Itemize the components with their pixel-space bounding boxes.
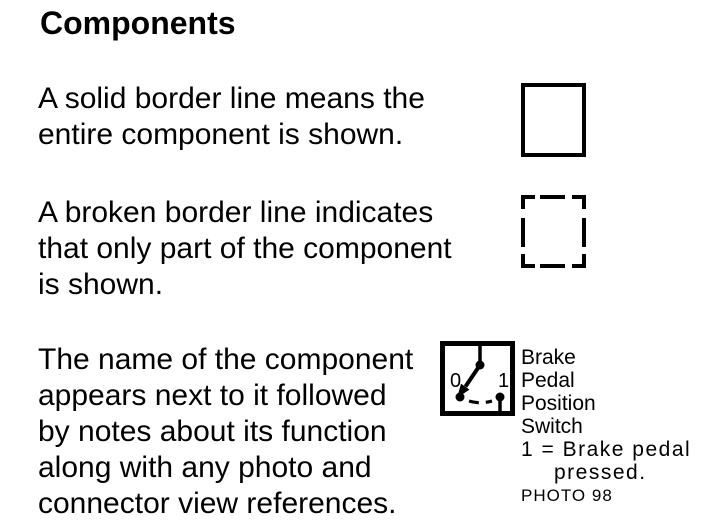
switch-lever-line (463, 363, 482, 388)
paragraph-line: that only part of the component (38, 232, 452, 265)
paragraph-line: by notes about its function (38, 415, 387, 448)
paragraph-line: entire component is shown. (38, 118, 404, 151)
dashed-border-path (521, 195, 586, 268)
dashed-border-box-symbol (521, 195, 586, 268)
switch-frame (440, 341, 515, 416)
component-name-line: Pedal (521, 369, 575, 392)
paragraph-line: connector view references. (38, 487, 397, 520)
component-name-line: Position (521, 392, 596, 415)
component-note-line: pressed. (554, 461, 647, 484)
paragraph-line: The name of the component (38, 343, 414, 376)
component-name-line: Brake (521, 346, 576, 369)
switch-travel-dashes (468, 399, 493, 405)
component-note-line: 1 = Brake pedal (521, 438, 692, 461)
solid-border-box-symbol (521, 83, 586, 157)
switch-position-0-label: 0 (450, 370, 461, 392)
page-title: Components (40, 5, 236, 41)
paragraph-line: A broken border line indicates (38, 196, 434, 229)
paragraph-line: along with any photo and (38, 451, 372, 484)
paragraph-line: A solid border line means the (38, 82, 425, 115)
component-label-block: Brake Pedal Position Switch 1 = Brake pe… (521, 346, 703, 507)
solid-border-paragraph: A solid border line means the entire com… (38, 81, 425, 153)
paragraph-line: is shown. (38, 268, 164, 301)
photo-reference: PHOTO 98 (521, 486, 613, 505)
switch-position-1-label: 1 (498, 370, 509, 392)
paragraph-line: appears next to it followed (38, 379, 387, 412)
brake-pedal-position-switch-symbol: 0 1 (440, 341, 515, 416)
component-name-line: Switch (521, 415, 583, 438)
switch-contact-0-dot (455, 392, 465, 402)
component-name-paragraph: The name of the component appears next t… (38, 342, 413, 522)
broken-border-paragraph: A broken border line indicates that only… (38, 195, 452, 303)
